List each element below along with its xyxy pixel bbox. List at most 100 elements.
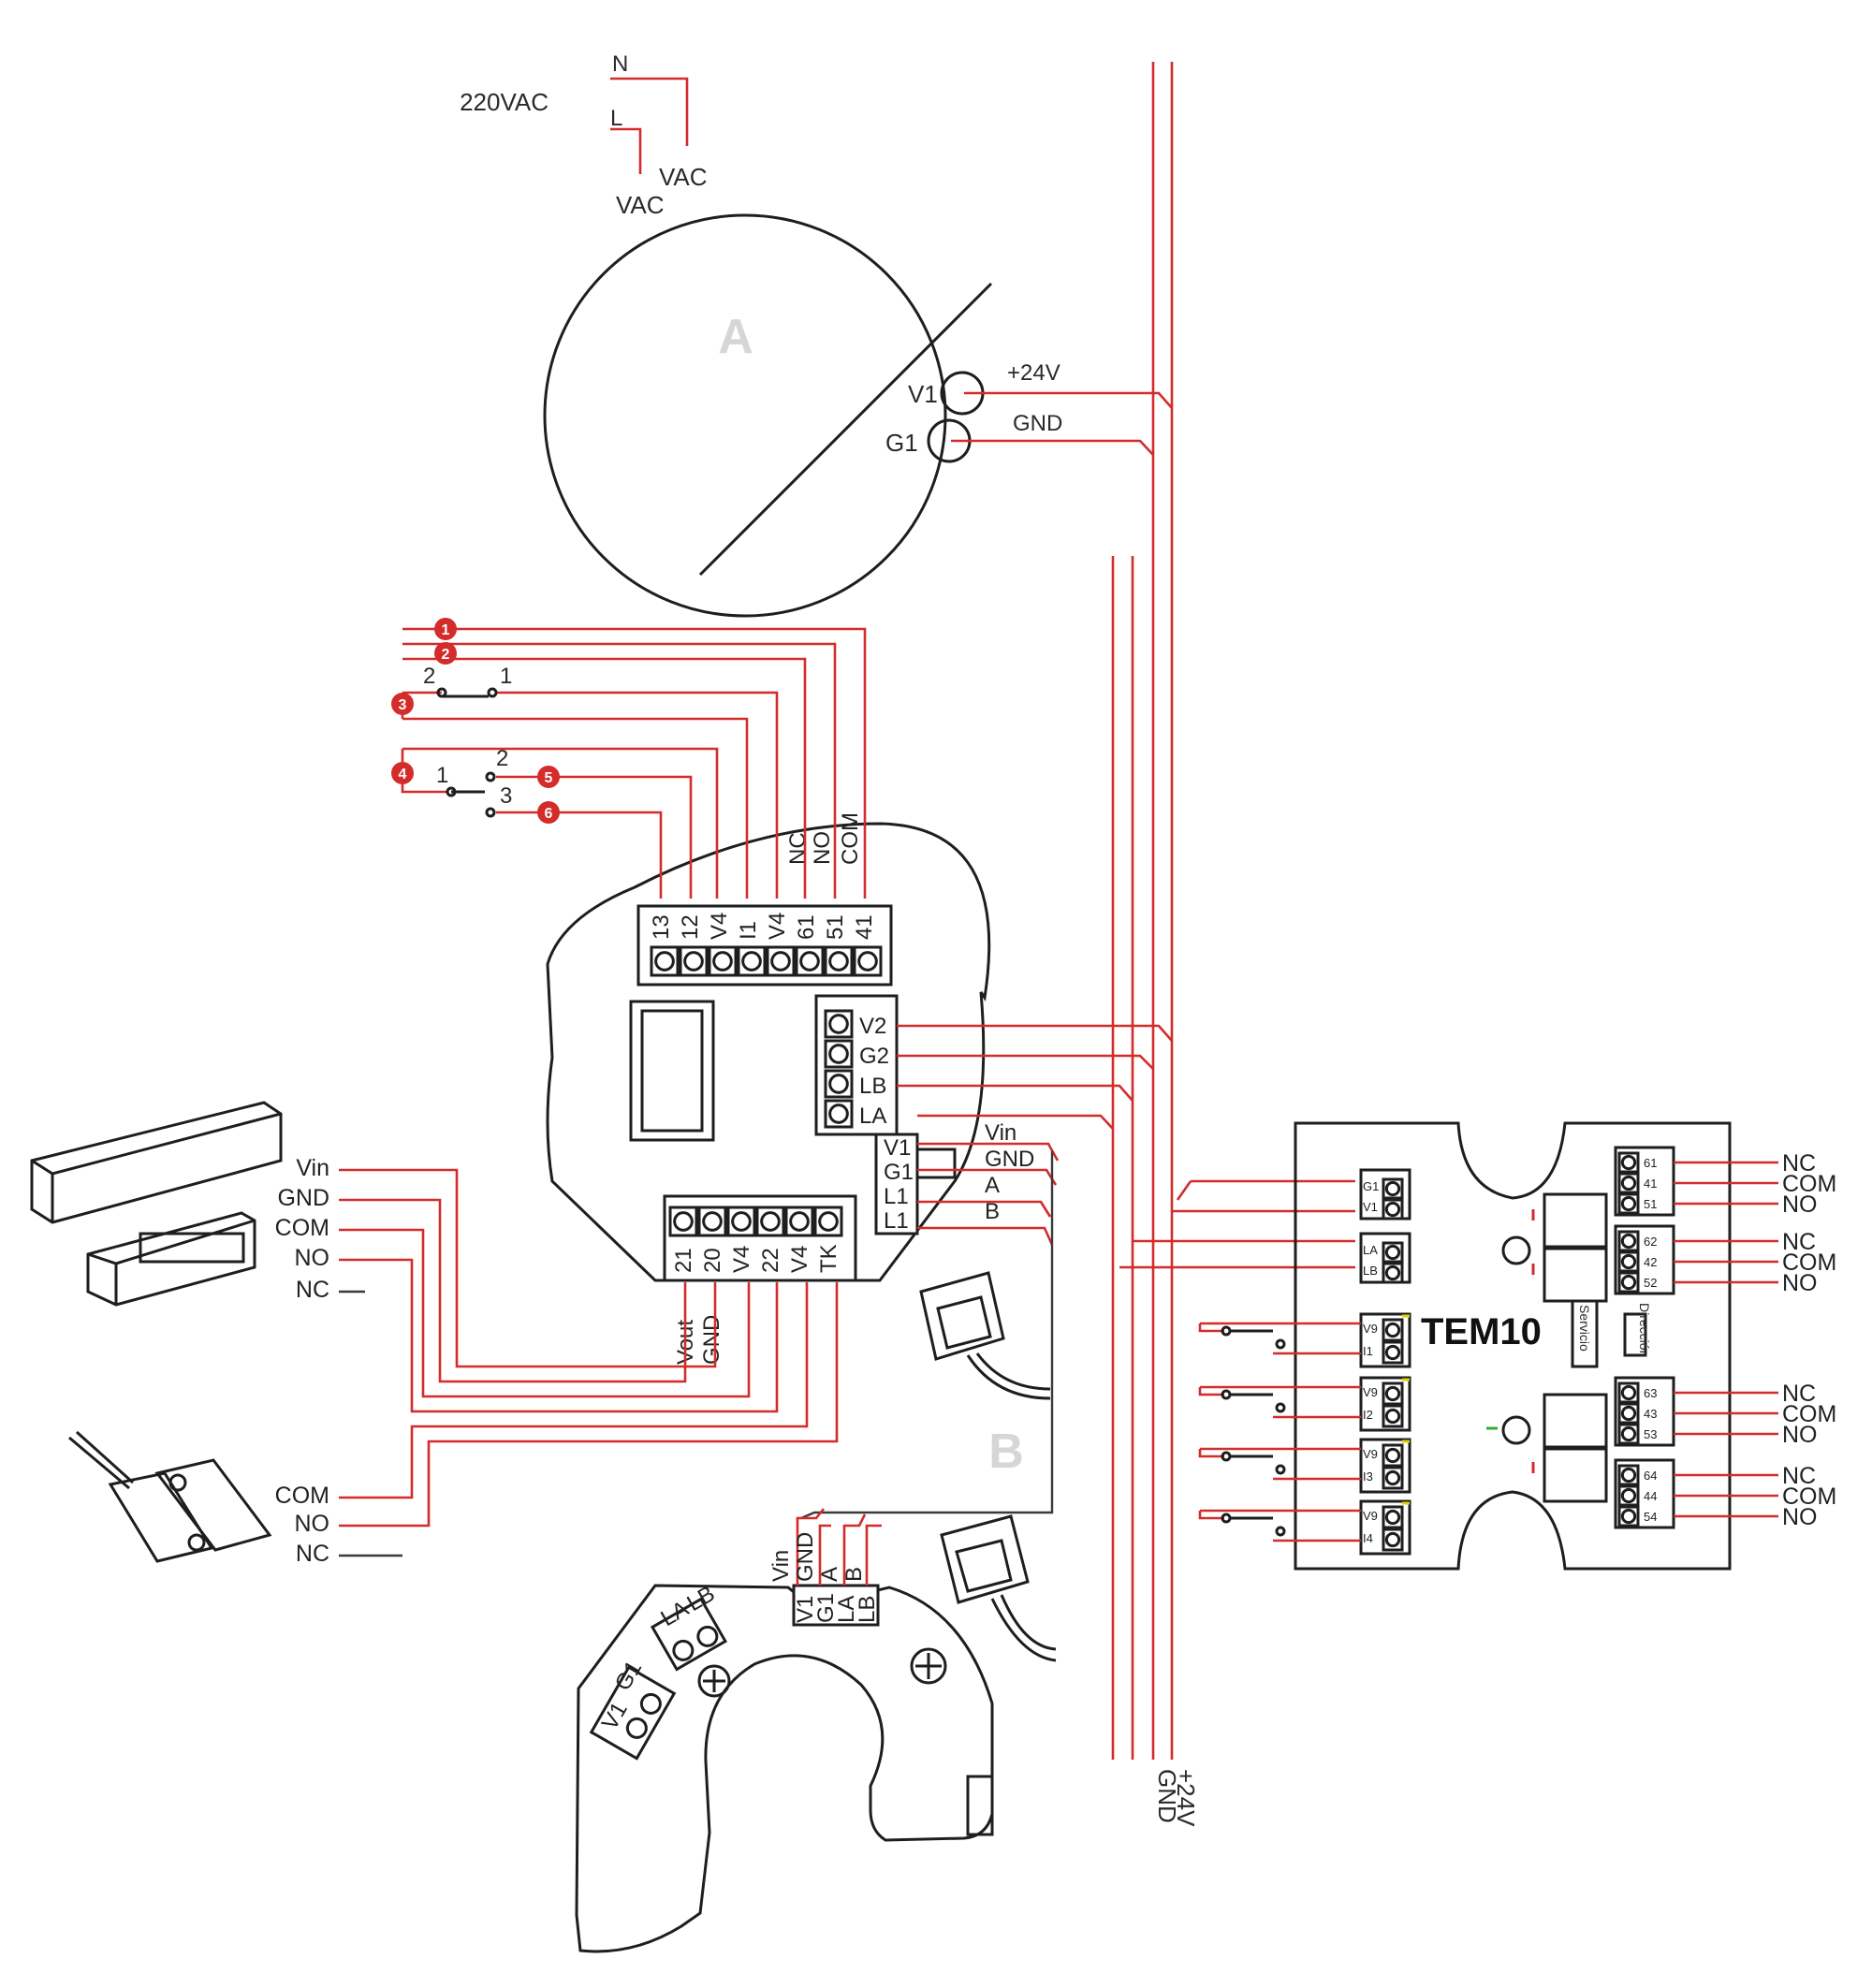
electric-lock-icon (30, 1101, 283, 1307)
input-switch (1275, 1402, 1286, 1413)
tem-input-terminal-screw (1384, 1469, 1401, 1486)
tem-input-terminal-screw (1384, 1509, 1401, 1526)
badge-number: 4 (399, 767, 407, 782)
top-pin-label: 12 (678, 914, 703, 940)
lock-wire-label: COM (275, 1215, 329, 1241)
badge-number: 3 (399, 697, 407, 713)
tem-relay-label: 61 (1644, 1156, 1657, 1170)
bottom-pin-terminal (697, 1206, 727, 1237)
tem-relay-terminal-screw (1620, 1508, 1637, 1525)
tem-pwr-terminal (1382, 1198, 1404, 1221)
tem-relay-label: 42 (1644, 1255, 1657, 1269)
top-pin-terminal-screw (770, 951, 791, 972)
tem-output-label: NC (1782, 1381, 1816, 1407)
tem-relay-label: 62 (1644, 1235, 1657, 1249)
tem-output-label: NO (1782, 1270, 1818, 1296)
relay-label: COM (838, 812, 863, 865)
bottom-pin-terminal-screw (818, 1211, 839, 1232)
input-switch (1221, 1513, 1232, 1524)
reader-pin-label: G1 (884, 1160, 914, 1185)
bottom-pin-terminal (668, 1206, 698, 1237)
tem-relay-terminal-screw (1620, 1195, 1637, 1212)
tem-bus-terminal (1382, 1262, 1404, 1284)
tem-output-label: COM (1782, 1484, 1836, 1510)
top-pin-terminal (766, 945, 796, 977)
tem-input-label: I4 (1363, 1531, 1373, 1545)
tem-relay-label: 51 (1644, 1197, 1657, 1211)
badge-4 (391, 762, 414, 784)
tem-relay-terminal (1617, 1271, 1640, 1294)
gnd-label: GND (1013, 411, 1062, 436)
plus24-label: +24V (1007, 360, 1060, 386)
tem-relay-terminal-screw (1620, 1175, 1637, 1191)
tem-input-terminal (1382, 1340, 1404, 1365)
tem-input-label: V9 (1363, 1509, 1378, 1523)
neutral-label: N (612, 51, 628, 77)
input-wire (1198, 1387, 1224, 1396)
vac-label-1: VAC (659, 163, 708, 191)
tem-bus-terminal (1382, 1241, 1404, 1264)
sw1-a: 2 (423, 664, 435, 689)
bottom-pin-label: V4 (787, 1246, 812, 1273)
relay-label: NO (810, 831, 835, 865)
reader-pin-label: L1 (884, 1184, 909, 1209)
tem-relay-terminal (1617, 1484, 1640, 1507)
tem-pwr-terminal (1382, 1177, 1404, 1200)
v1-label: V1 (908, 380, 938, 408)
tem-pwr-terminal-screw (1384, 1180, 1401, 1197)
bus-gnd-label: GND (1153, 1769, 1181, 1823)
top-pin-terminal (679, 945, 709, 977)
tem-relay-terminal-screw (1620, 1487, 1637, 1504)
lock-gnd-label: GND (699, 1315, 724, 1365)
bottom-pin-terminal-screw (789, 1211, 810, 1232)
top-pin-terminal-screw (712, 951, 733, 972)
top-pin-label: I1 (736, 921, 761, 940)
tem-relay-terminal (1617, 1423, 1640, 1445)
tem-relay-label: 41 (1644, 1177, 1657, 1191)
tem10-module: TEM10 Servicio Dirección V9I1V9I2V9I3V9I… (1198, 1121, 1836, 1571)
sw2-a: 1 (436, 763, 448, 788)
tem-relay-terminal (1617, 1250, 1640, 1273)
sw2-b: 2 (496, 746, 508, 771)
reader-wire-label: Vin (768, 1550, 794, 1582)
tem-relay-label: 54 (1644, 1510, 1657, 1524)
tem-bus-label: LA (1363, 1243, 1378, 1257)
tem-output-label: NC (1782, 1150, 1816, 1177)
tem-output-label: COM (1782, 1401, 1836, 1427)
top-pin-label: V4 (765, 913, 790, 940)
top-pin-terminal (853, 945, 883, 977)
servicio-label: Servicio (1577, 1305, 1592, 1352)
side-pin-label: V2 (859, 1014, 886, 1039)
tem-output-label: NO (1782, 1422, 1818, 1448)
tem-relay-terminal-screw (1620, 1425, 1637, 1442)
tem-input-terminal-screw (1384, 1408, 1401, 1425)
reader-pin-label: LA (834, 1596, 859, 1623)
tem-pwr-label: V1 (1363, 1200, 1378, 1214)
sw2-c: 3 (500, 783, 512, 809)
side-pin-label: LA (859, 1104, 886, 1129)
reader-out-label: Vin (985, 1120, 1016, 1146)
bottom-pin-terminal-screw (731, 1211, 752, 1232)
badge-number: 2 (442, 647, 450, 663)
top-pin-terminal (824, 945, 854, 977)
display-connector (629, 1000, 715, 1142)
bottom-pin-label: TK (816, 1244, 841, 1273)
tem-relay-terminal-screw (1620, 1405, 1637, 1422)
tem-input-label: I3 (1363, 1469, 1373, 1484)
bottom-pin-terminal (726, 1206, 756, 1237)
watermark-b: B (988, 1425, 1024, 1479)
tem-output-label: NC (1782, 1229, 1816, 1255)
top-pin-terminal-screw (741, 951, 762, 972)
tem-relay-label: 63 (1644, 1386, 1657, 1400)
sw1-b: 1 (500, 664, 512, 689)
tem-input-terminal (1382, 1528, 1404, 1552)
tem-input-terminal (1382, 1466, 1404, 1490)
tem-relay-terminal-screw (1620, 1253, 1637, 1270)
direccion-label: Dirección (1637, 1303, 1652, 1357)
tem-input-label: I1 (1363, 1344, 1373, 1358)
side-pin-terminal-screw (828, 1104, 849, 1124)
lock-wire-label: Vin (296, 1155, 329, 1181)
tem-input-terminal-screw (1384, 1344, 1401, 1361)
